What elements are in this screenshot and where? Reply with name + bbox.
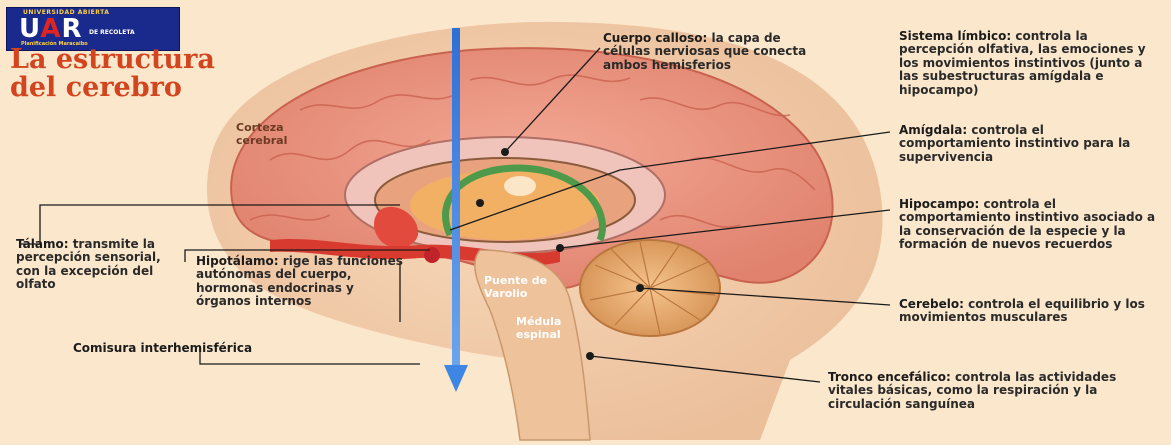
label-amigdala: Amígdala: controla el comportamiento ins… [899,124,1139,164]
label-sistema-limbico: Sistema límbico: controla la percepción … [899,30,1161,97]
label-hipocampo: Hipocampo: controla el comportamiento in… [899,198,1161,252]
label-cerebelo: Cerebelo: controla el equilibrio y los m… [899,298,1161,325]
label-puente: Puente de Varolio [484,275,564,300]
midline-axis [452,28,460,368]
logo-line2: DE RECOLETA [89,29,135,36]
logo-letters: UAR [19,14,82,44]
label-cuerpo-calloso: Cuerpo calloso: la capa de células nervi… [603,32,831,72]
label-corteza: Corteza cerebral [236,122,316,147]
label-tronco-encefalico: Tronco encefálico: controla las activida… [828,371,1118,411]
label-hipotalamo: Hipotálamo: rige las funciones autónomas… [196,255,406,309]
diagram-title: La estructura del cerebro [10,46,250,101]
label-talamo: Tálamo: transmite la percepción sensoria… [16,238,186,292]
label-medula: Médula espinal [516,316,586,341]
axis-arrow [444,365,468,392]
label-comisura: Comisura interhemisférica [73,342,373,355]
